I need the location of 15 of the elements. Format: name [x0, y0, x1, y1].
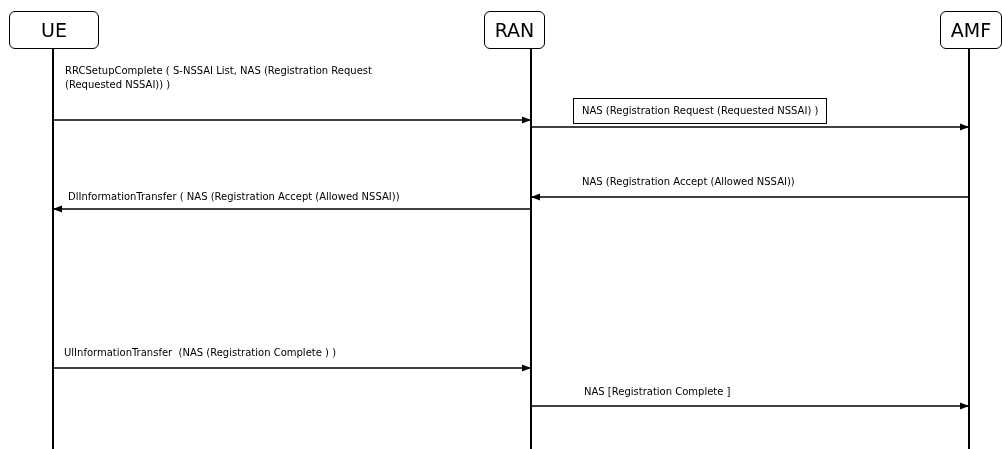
message-label: NAS (Registration Request (Requested NSSAI) ) — [573, 98, 828, 124]
participant-name: UE — [41, 19, 67, 41]
message-arrow — [530, 193, 970, 201]
message-label: RRCSetupComplete ( S-NSSAI List, NAS (Registration Request (Requested NSSAI)) ) — [65, 64, 373, 92]
message-arrow — [52, 116, 532, 124]
message-label: NAS [Registration Complete ] — [584, 385, 731, 399]
participant-name: RAN — [494, 19, 535, 41]
message-label: NAS (Registration Accept (Allowed NSSAI)) — [582, 175, 795, 189]
message-arrow — [530, 123, 970, 131]
message-label: DlInformationTransfer ( NAS (Registration Accept (Allowed NSSAI)) — [68, 190, 400, 204]
message-label: UlInformationTransfer (NAS (Registration Complete ) ) — [64, 346, 337, 360]
participant-name: AMF — [950, 19, 992, 41]
message-arrow — [52, 364, 532, 372]
message-arrow — [530, 402, 970, 410]
message-arrow — [52, 205, 532, 213]
